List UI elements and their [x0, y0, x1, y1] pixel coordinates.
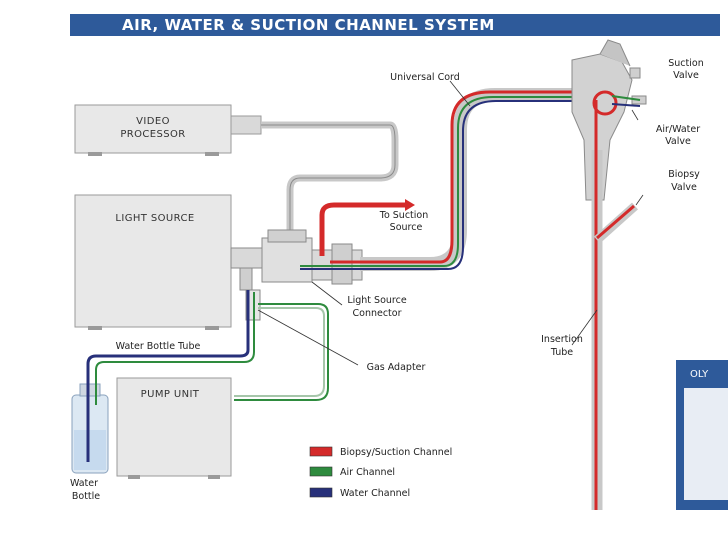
- to-suction-label: To Suction: [379, 210, 429, 221]
- legend-item: Water Channel: [309, 487, 410, 499]
- to-suction-label: Source: [390, 222, 423, 233]
- light-source-connector-label: Connector: [353, 308, 402, 319]
- air-water-valve-label: Air/Water: [656, 124, 700, 135]
- gas-adapter-tube: [234, 303, 329, 401]
- suction-valve-label: Valve: [673, 70, 699, 81]
- universal-cord-label: Universal Cord: [390, 72, 460, 83]
- legend-item: Biopsy/Suction Channel: [309, 446, 452, 458]
- air-bottle-tube: [95, 292, 255, 405]
- air-channel-line: [300, 96, 605, 267]
- olympus-panel: OLY: [676, 360, 728, 510]
- light-source-connector-label: Light Source: [347, 295, 407, 306]
- legend-item: Air Channel: [309, 466, 395, 478]
- water-bottle: [71, 383, 109, 474]
- insertion-tube-label: Tube: [550, 347, 573, 358]
- oly-label: OLY: [690, 369, 709, 380]
- universal-cord: [360, 88, 600, 271]
- insertion-tube-label: Insertion: [541, 334, 583, 345]
- video-processor-label: PROCESSOR: [120, 129, 185, 140]
- video-processor-label: VIDEO: [136, 116, 170, 127]
- endoscope-handle: [571, 39, 647, 201]
- air-water-valve-label: Valve: [665, 136, 691, 147]
- gas-adapter-label: Gas Adapter: [367, 362, 426, 373]
- biopsy-valve-label: Valve: [671, 182, 697, 193]
- water-channel-line: [300, 100, 605, 270]
- pump-unit: PUMP UNIT: [116, 377, 232, 479]
- water-bottle-tube-label: Water Bottle Tube: [116, 341, 201, 352]
- diagram-title: AIR, WATER & SUCTION CHANNEL SYSTEM: [70, 14, 720, 36]
- legend-label: Biopsy/Suction Channel: [340, 447, 452, 458]
- water-bottle-label: Bottle: [72, 491, 100, 502]
- legend: Biopsy/Suction Channel Air Channel Water…: [309, 446, 452, 499]
- suction-channel-line: [330, 90, 605, 264]
- light-source-connector: [230, 229, 363, 321]
- light-source-label: LIGHT SOURCE: [115, 213, 194, 224]
- suction-valve-label: Suction: [668, 58, 703, 69]
- suction-source-tube: [319, 202, 405, 256]
- legend-label: Water Channel: [340, 488, 410, 499]
- water-bottle-tube: [86, 290, 250, 462]
- legend-label: Air Channel: [340, 467, 395, 478]
- leader-lines: [257, 80, 644, 366]
- pump-unit-label: PUMP UNIT: [141, 389, 200, 400]
- suction-arrow: [405, 199, 415, 211]
- video-processor: VIDEO PROCESSOR: [74, 104, 262, 156]
- water-bottle-label: Water: [70, 478, 98, 489]
- biopsy-valve-label: Biopsy: [668, 169, 700, 180]
- light-source: LIGHT SOURCE: [74, 194, 232, 330]
